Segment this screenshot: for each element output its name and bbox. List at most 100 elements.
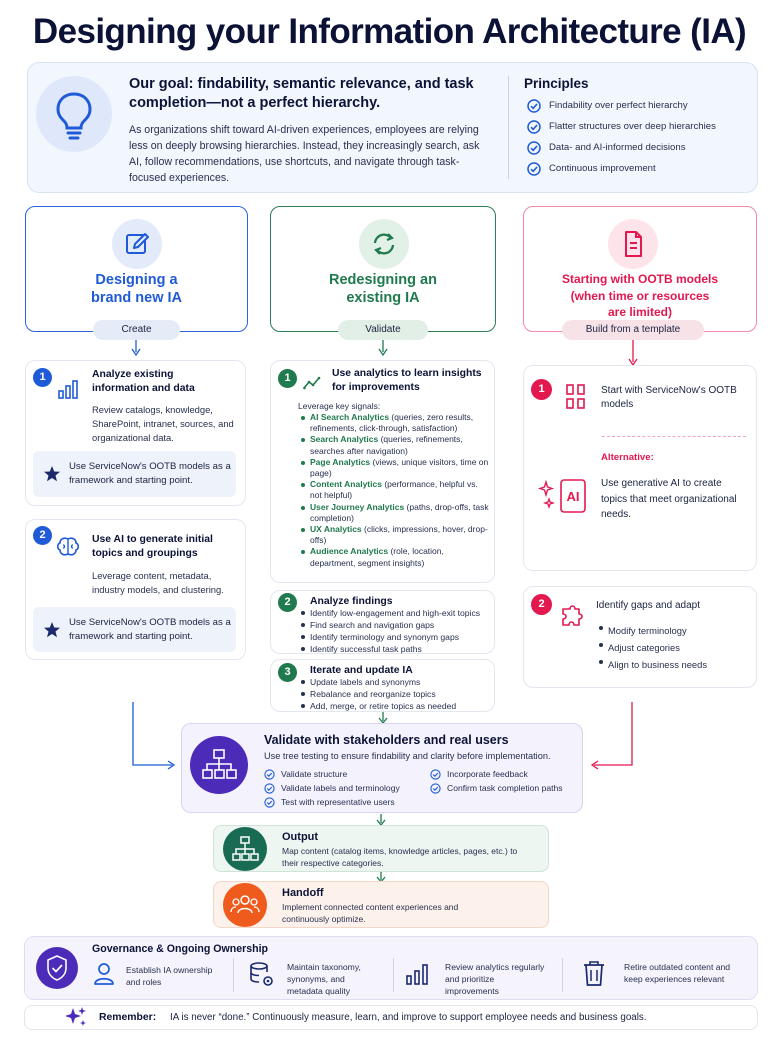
step-number: 2 — [33, 526, 52, 545]
dashed-divider — [602, 436, 746, 437]
list-item: Update labels and synonyms — [300, 676, 492, 688]
header-redesign-title: Redesigning an existing IA — [329, 272, 437, 306]
output-title: Output — [282, 831, 319, 843]
lightbulb-icon — [36, 76, 112, 152]
pill-validate: Validate — [338, 320, 428, 340]
principle-item: Findability over perfect hierarchy — [527, 99, 757, 115]
new-step-2-body: Leverage content, metadata, industry mod… — [92, 570, 224, 595]
list-item: Identify terminology and synonym gaps — [300, 631, 492, 643]
signal-item: Content Analytics (performance, helpful … — [300, 479, 490, 501]
ootb-step-1-card — [523, 365, 757, 571]
signal-item: Audience Analytics (role, location, depa… — [300, 546, 490, 568]
iterate-list: Update labels and synonyms Rebalance and… — [300, 676, 492, 712]
edit-icon — [112, 219, 162, 269]
governance-item: Retire outdated content and keep experie… — [624, 962, 731, 984]
redesign-step-3-card — [270, 659, 495, 712]
page-title: Designing your Information Architecture … — [32, 12, 747, 51]
validate-panel — [181, 723, 583, 813]
governance-panel — [24, 936, 758, 1000]
principle-item: Data- and AI-informed decisions — [527, 141, 757, 157]
shield-check-icon — [36, 947, 78, 989]
star-icon — [44, 622, 60, 638]
check-circle-icon — [527, 162, 541, 176]
validate-check: Test with representative users — [264, 797, 395, 808]
principle-item: Continuous improvement — [527, 162, 757, 178]
goal-panel — [27, 62, 758, 193]
check-circle-icon — [527, 120, 541, 134]
list-item: Adjust categories — [598, 639, 748, 656]
handoff-panel — [213, 881, 549, 928]
header-new-ia: Designing a brand new IA — [25, 206, 248, 332]
signal-item: AI Search Analytics (queries, zero resul… — [300, 412, 490, 434]
validate-title: Validate with stakeholders and real user… — [264, 733, 509, 747]
bar-chart-icon — [406, 964, 428, 985]
list-item: Identify successful task paths — [300, 643, 492, 655]
step-number: 2 — [531, 594, 552, 615]
handoff-title: Handoff — [282, 887, 324, 899]
remember-bar — [24, 1005, 758, 1030]
redesign-step-2-card — [270, 590, 495, 654]
goal-body: As organizations shift toward AI-driven … — [129, 124, 480, 184]
list-item: Find search and navigation gaps — [300, 619, 492, 631]
check-circle-icon — [430, 783, 441, 794]
sitemap-icon — [190, 736, 248, 794]
trend-line-icon — [303, 376, 321, 390]
puzzle-icon — [562, 605, 583, 626]
ootb-step-1-title: Start with ServiceNow's OOTB models — [601, 385, 737, 410]
refresh-icon — [359, 219, 409, 269]
document-icon — [608, 219, 658, 269]
new-step-1-note: Use ServiceNow's OOTB models as a framew… — [33, 451, 236, 497]
alternative-label: Alternative: — [601, 452, 654, 463]
signal-item: Search Analytics (queries, refinements, … — [300, 434, 490, 456]
team-icon — [223, 883, 267, 927]
principles-title: Principles — [524, 76, 589, 91]
governance-separator — [562, 958, 563, 992]
grid-icon — [566, 384, 585, 409]
step-number: 1 — [278, 369, 297, 388]
list-item: Rebalance and reorganize topics — [300, 688, 492, 700]
new-step-2-title: Use AI to generate initial topics and gr… — [92, 534, 213, 559]
handoff-body: Implement connected content experiences … — [282, 902, 459, 924]
remember-text: IA is never “done.” Continuously measure… — [170, 1012, 647, 1023]
list-item: Identify low-engagement and high-exit to… — [300, 607, 492, 619]
governance-separator — [393, 958, 394, 992]
validate-check: Validate labels and terminology — [264, 783, 400, 794]
governance-item: Establish IA ownership and roles — [126, 965, 213, 987]
check-circle-icon — [527, 99, 541, 113]
ootb-step-2-title: Identify gaps and adapt — [596, 600, 700, 611]
check-circle-icon — [430, 769, 441, 780]
governance-item: Review analytics regularly and prioritiz… — [445, 962, 545, 996]
new-step-1-title: Analyze existing information and data — [92, 369, 195, 394]
step-number: 1 — [531, 379, 552, 400]
governance-title: Governance & Ongoing Ownership — [92, 943, 268, 955]
validate-check: Validate structure — [264, 769, 347, 780]
governance-separator — [233, 958, 234, 992]
step-number: 2 — [278, 593, 297, 612]
database-gear-icon — [250, 962, 273, 986]
pill-create: Create — [93, 320, 180, 340]
user-icon — [94, 963, 114, 985]
check-circle-icon — [527, 141, 541, 155]
step-number: 3 — [278, 663, 297, 682]
brain-icon — [56, 537, 80, 556]
step-number: 1 — [33, 368, 52, 387]
check-circle-icon — [264, 783, 275, 794]
signal-list: AI Search Analytics (queries, zero resul… — [300, 412, 490, 569]
hierarchy-icon — [223, 827, 267, 871]
ootb-step-2-card — [523, 586, 757, 688]
alternative-body: Use generative AI to create topics that … — [601, 478, 737, 520]
header-ootb-title: Starting with OOTB models (when time or … — [562, 272, 719, 319]
goal-divider — [508, 76, 509, 179]
header-new-ia-title: Designing a brand new IA — [90, 272, 183, 306]
remember-label: Remember: — [99, 1012, 157, 1023]
validate-subtitle: Use tree testing to ensure findability a… — [264, 751, 551, 761]
output-panel — [213, 825, 549, 872]
list-item: Add, merge, or retire topics as needed — [300, 700, 492, 712]
header-ootb: Starting with OOTB models (when time or … — [523, 206, 757, 332]
output-body: Map content (catalog items, knowledge ar… — [282, 846, 518, 868]
new-step-1-body: Review catalogs, knowledge, SharePoint, … — [92, 404, 234, 443]
bar-chart-icon — [58, 380, 78, 399]
sparkle-icon — [65, 1007, 86, 1026]
findings-list: Identify low-engagement and high-exit to… — [300, 607, 492, 655]
redesign-step-2-title: Analyze findings — [310, 596, 393, 607]
